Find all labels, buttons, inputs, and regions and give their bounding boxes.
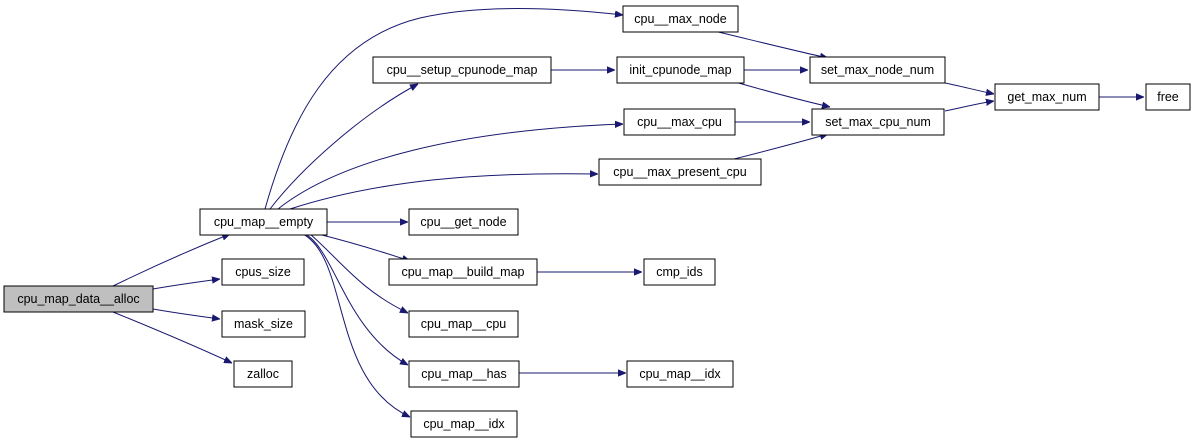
node-cpu-map-idx-callee[interactable]: cpu_map__idx — [626, 360, 734, 388]
edge-empty-to-max-cpu — [277, 124, 623, 210]
node-box — [410, 410, 518, 438]
edge-empty-to-map-has — [304, 233, 408, 365]
node-label: init_cpunode_map — [629, 63, 731, 77]
edges — [112, 8, 1144, 418]
node-label: cpu__max_cpu — [637, 115, 722, 129]
node-box — [643, 258, 716, 286]
node-set-max-node-num[interactable]: set_max_node_num — [809, 56, 946, 84]
node-cpu-map-has[interactable]: cpu_map__has — [408, 360, 520, 388]
edge-empty-to-map-idx-a — [302, 233, 410, 418]
node-box — [221, 310, 306, 338]
edge-alloc-to-cpus-size — [152, 279, 220, 290]
node-box — [233, 360, 293, 388]
node-cpu-get-node[interactable]: cpu__get_node — [408, 208, 519, 236]
node-box — [388, 258, 538, 286]
edge-empty-to-map-cpu — [309, 233, 408, 313]
node-box — [994, 83, 1100, 111]
node-label: cpu_map__empty — [214, 215, 314, 229]
edge-alloc-to-mask-size — [152, 308, 220, 319]
node-cpu-map-data-alloc[interactable]: cpu_map_data__alloc — [3, 285, 154, 313]
node-box — [1145, 83, 1191, 111]
node-box — [408, 360, 520, 388]
node-cpu-max-node[interactable]: cpu__max_node — [622, 5, 739, 33]
node-box — [622, 5, 739, 33]
node-label: cpu_map__idx — [423, 417, 505, 431]
node-free[interactable]: free — [1145, 83, 1191, 111]
node-box — [372, 56, 552, 84]
node-label: set_max_cpu_num — [825, 115, 931, 129]
node-label: zalloc — [247, 367, 279, 381]
node-cpu-map-build-map[interactable]: cpu_map__build_map — [388, 258, 538, 286]
node-label: cpu_map__idx — [639, 367, 721, 381]
node-box — [221, 258, 305, 286]
node-cpu-max-cpu[interactable]: cpu__max_cpu — [623, 108, 736, 136]
node-zalloc[interactable]: zalloc — [233, 360, 293, 388]
edge-empty-to-max-present-cpu — [289, 174, 598, 210]
node-box — [623, 108, 736, 136]
nodes: cpu_map_data__alloc cpu_map__empty cpus_… — [3, 5, 1191, 438]
node-get-max-num[interactable]: get_max_num — [994, 83, 1100, 111]
node-label: cpu_map__has — [421, 367, 506, 381]
node-box — [626, 360, 734, 388]
edge-empty-to-max-node — [264, 8, 623, 210]
edge-init-to-set-max-cpu-num — [734, 81, 830, 107]
node-label: cpu__max_node — [634, 12, 726, 26]
node-label: get_max_num — [1007, 90, 1086, 104]
node-cpu-max-present-cpu[interactable]: cpu__max_present_cpu — [598, 158, 762, 186]
node-label: cmp_ids — [656, 265, 703, 279]
node-box — [616, 56, 745, 84]
edge-empty-to-build-map — [317, 233, 410, 261]
node-cmp-ids[interactable]: cmp_ids — [643, 258, 716, 286]
node-mask-size[interactable]: mask_size — [221, 310, 306, 338]
node-box — [598, 158, 762, 186]
node-label: cpu__get_node — [420, 215, 506, 229]
edge-empty-to-setup-cpunode-map — [269, 84, 418, 210]
node-label: cpu_map__cpu — [421, 317, 507, 331]
node-cpu-map-idx[interactable]: cpu_map__idx — [410, 410, 518, 438]
edge-set-max-cpu-num-to-get-max-num — [944, 101, 994, 112]
node-label: cpu__max_present_cpu — [613, 165, 746, 179]
edge-alloc-to-zalloc — [112, 311, 232, 364]
node-cpu-map-cpu[interactable]: cpu_map__cpu — [408, 310, 519, 338]
node-label: cpu__setup_cpunode_map — [387, 63, 538, 77]
node-set-max-cpu-num[interactable]: set_max_cpu_num — [811, 108, 945, 136]
node-label: free — [1157, 90, 1179, 104]
node-cpu-map-empty[interactable]: cpu_map__empty — [199, 208, 328, 236]
node-label: cpu_map_data__alloc — [17, 292, 139, 306]
node-box — [408, 208, 519, 236]
node-box — [809, 56, 946, 84]
edge-max-present-to-set-max-cpu-num — [729, 134, 828, 161]
edge-alloc-to-empty — [112, 233, 230, 287]
node-label: mask_size — [234, 317, 293, 331]
edge-set-max-node-num-to-get-max-num — [944, 82, 994, 94]
node-label: set_max_node_num — [821, 63, 934, 77]
node-label: cpu_map__build_map — [401, 265, 524, 279]
node-init-cpunode-map[interactable]: init_cpunode_map — [616, 56, 745, 84]
node-box — [408, 310, 519, 338]
node-cpu-setup-cpunode-map[interactable]: cpu__setup_cpunode_map — [372, 56, 552, 84]
node-box — [811, 108, 945, 136]
node-box — [199, 208, 328, 236]
node-box — [3, 285, 154, 313]
node-cpus-size[interactable]: cpus_size — [221, 258, 305, 286]
node-label: cpus_size — [235, 265, 291, 279]
edge-max-node-to-set-max-node-num — [709, 29, 828, 58]
